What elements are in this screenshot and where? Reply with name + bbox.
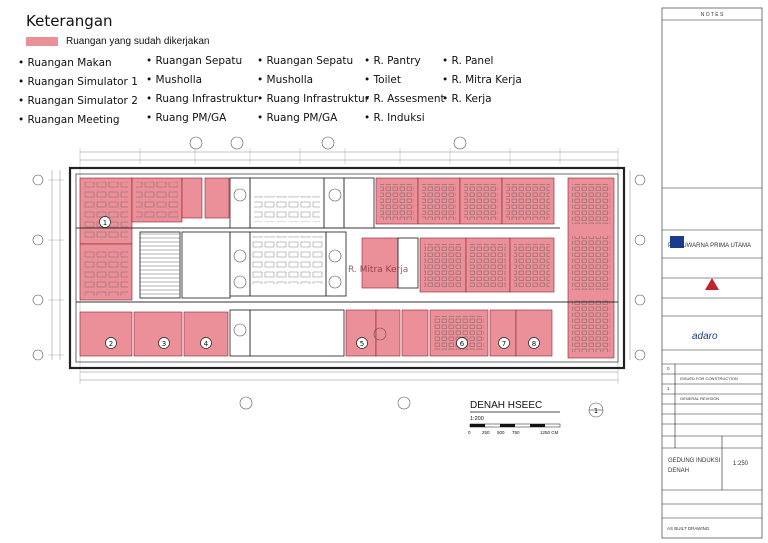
revision-desc: ISSUED FOR CONSTRUCTION [680,376,738,381]
legend-item: R. Panel [442,52,522,71]
round-tables [233,188,387,341]
legend-item: Ruangan Makan [18,54,138,73]
room-panel [515,309,553,357]
legend-swatch [26,37,58,46]
drawing-title-line-1: GEDUNG INDUKSI [668,458,721,464]
room-number: 1 [103,219,107,227]
drawing-scale: 1:250 [733,461,749,467]
legend-item: Ruang PM/GA [146,109,258,128]
company-name: PT. SUWARNA PRIMA UTAMA [668,243,751,249]
room-number: 5 [360,340,364,348]
legend-item: R. Mitra Kerja [442,71,522,90]
scale-bar [469,423,561,428]
legend-item: Musholla [257,71,369,90]
legend-item: Toilet [364,71,445,90]
room-number: 7 [502,340,506,348]
consultant-logo-icon [705,278,719,290]
scale-mark: 1250 CM [540,430,559,435]
room-number-markers [99,216,540,349]
legend-item: R. Kerja [442,90,522,109]
notes-header: N O T E S [701,12,724,18]
room-meeting [183,311,229,357]
revision-desc: GENERAL REVISION [680,396,719,401]
legend-title: Keterangan [26,12,113,30]
plan-scale: 1:200 [470,416,484,422]
scale-mark: 500 [497,430,505,435]
room-shoes [181,177,203,219]
legend-item: Ruangan Meeting [18,111,138,130]
room-simulator-2 [133,311,183,357]
scale-mark: 0 [468,430,471,435]
interior-walls [76,177,618,357]
section-marker-label: 1 [594,407,598,415]
legend-item: Ruang Infrastruktur [257,90,370,109]
legend-item: Musholla [146,71,258,90]
room-number: 6 [460,340,465,348]
room-number: 4 [204,340,209,348]
legend-column-2: Ruangan Sepatu Musholla Ruang Infrastruk… [146,52,259,128]
drawing-footer: AS BUILT DRAWING [667,526,710,531]
revision-number: 1 [667,386,670,391]
revision-number: 0 [667,366,670,371]
legend-item: Ruangan Sepatu [257,52,369,71]
legend-column-4: R. Pantry Toilet R. Assesment R. Induksi [364,52,445,128]
legend-column-5: R. Panel R. Mitra Kerja R. Kerja [442,52,522,109]
legend-item: R. Pantry [364,52,445,71]
room-musholla [204,177,230,219]
legend-swatch-label: Ruangan yang sudah dikerjakan [66,36,210,47]
client-logo: adaro [692,331,718,342]
legend-item: Ruangan Simulator 2 [18,92,138,111]
legend-item: R. Induksi [364,109,445,128]
plan-watermark-label: R. Mitra Kerja [348,265,408,275]
title-block [661,7,763,539]
legend-item: R. Assesment [364,90,445,109]
company-logo-icon [670,236,684,248]
drawing-title-line-2: DENAH [668,468,689,474]
building-outer-wall [68,166,626,370]
scale-mark: 250 [482,430,490,435]
legend-item: Ruang Infrastruktur [146,90,259,109]
legend-column-1: Ruangan Makan Ruangan Simulator 1 Ruanga… [18,54,138,130]
legend-column-3: Ruangan Sepatu Musholla Ruang Infrastruk… [257,52,370,128]
legend-swatch-row: Ruangan yang sudah dikerjakan [26,36,209,47]
scale-mark: 750 [512,430,520,435]
room-simulator-1 [79,311,133,357]
room-number: 3 [162,340,166,348]
room-number: 2 [109,340,113,348]
furniture [84,182,610,352]
dimension-lines [51,151,631,381]
legend-item: Ruang PM/GA [257,109,369,128]
legend-item: Ruangan Sepatu [146,52,258,71]
legend-item: Ruangan Simulator 1 [18,73,138,92]
plan-title: DENAH HSEEC [470,400,542,411]
room-number: 8 [532,340,536,348]
